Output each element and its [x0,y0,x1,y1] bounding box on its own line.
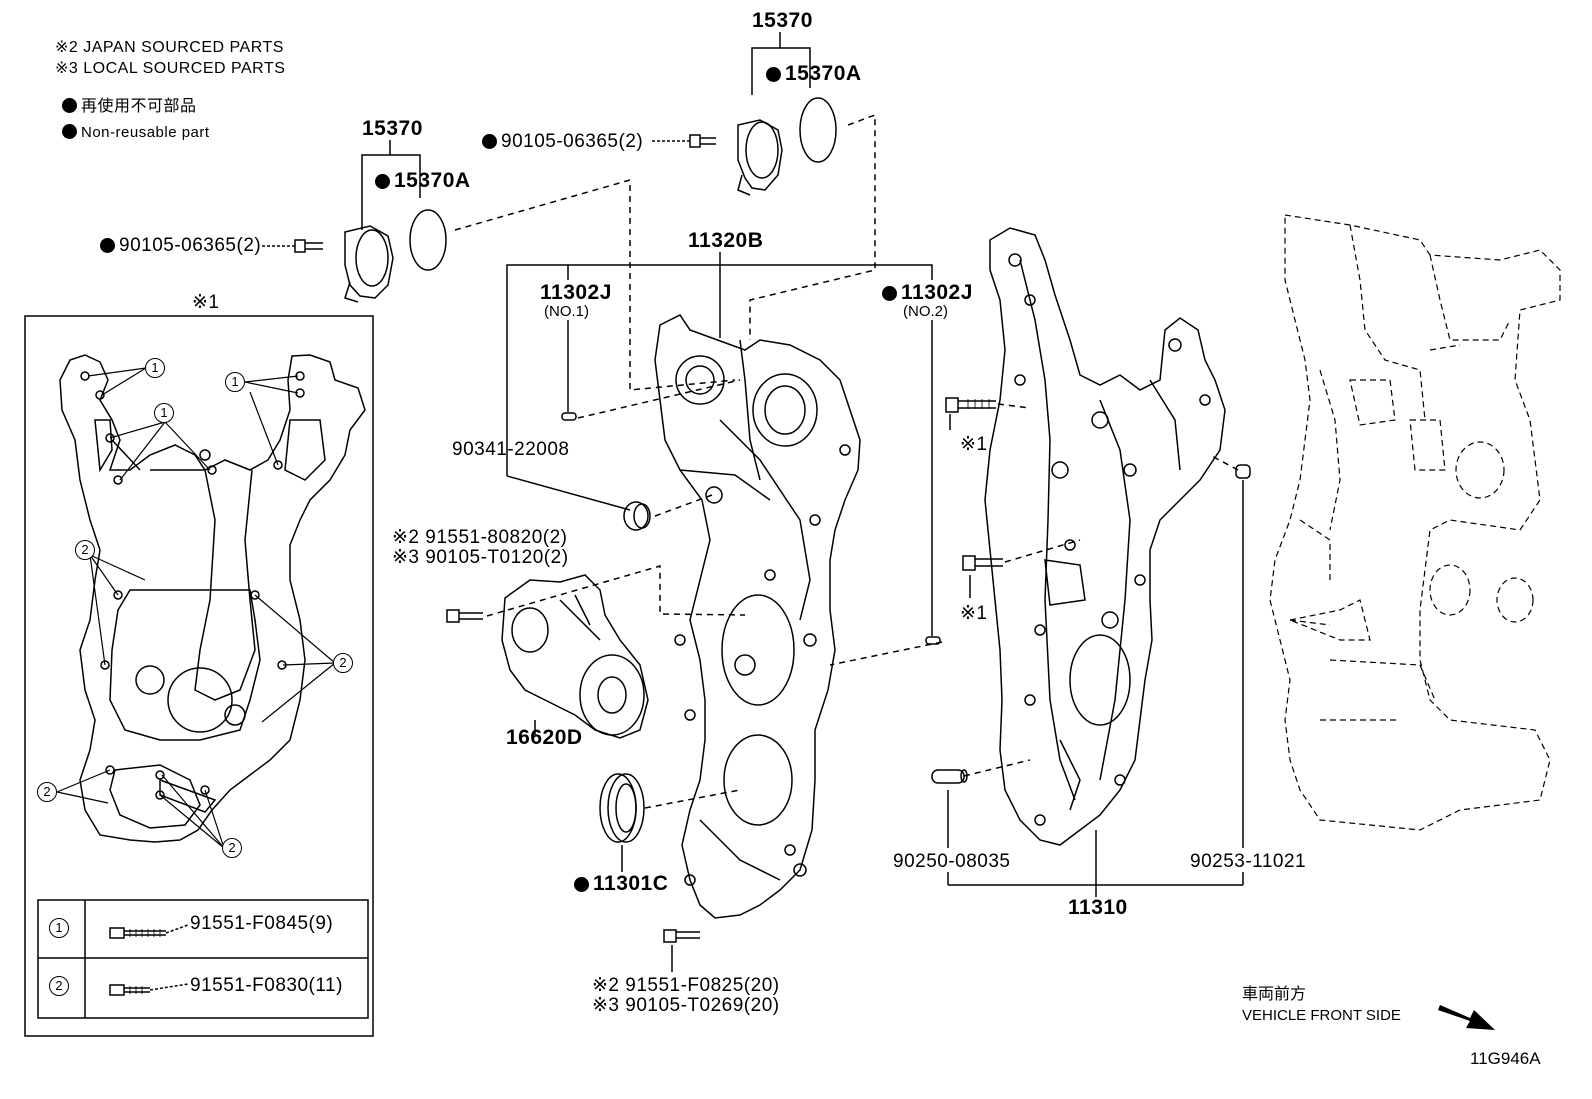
bracket-15370-top [751,32,811,95]
mark-1-lower: ※1 [960,603,988,624]
pin-11302j-no2 [925,636,941,645]
bracket-11320b [506,252,933,476]
nonreusable-dot-icon [574,877,589,892]
nonreusable-dot-icon [62,98,77,113]
inset-timing-cover [59,354,366,843]
bolt-91551-80820 [446,609,483,623]
vehicle-front-jp: 車両前方 [1242,986,1307,1003]
inset-marker-1b: 1 [225,372,245,392]
callout-11310: 11310 [1068,896,1128,919]
bracket-11310 [947,480,1244,897]
note-local-sourced: ※3 LOCAL SOURCED PARTS [55,60,286,77]
oil-seal-11301c [599,773,645,843]
mark-1-upper: ※1 [960,434,988,455]
nonreusable-dot-icon [882,286,897,301]
bolt-90105-left [262,239,323,253]
callout-15370a-left: 15370A [375,170,471,191]
legend-marker-2: 2 [49,976,69,996]
callout-90250: 90250-08035 [893,851,1011,872]
legend-bolt-2 [109,983,189,996]
inset-title: ※1 [192,292,220,313]
callout-11302j-no2-text: 11302J [901,281,973,304]
o-ring-left [409,209,447,271]
dowel-90253 [1235,464,1251,479]
inset-frame [24,315,374,1037]
inset-marker-1a: 1 [145,358,165,378]
inset-leaders [56,367,336,849]
timing-case-11310 [984,227,1226,846]
inset-marker-2a: 2 [75,540,95,560]
callout-11302j-no1: 11302J [540,281,612,304]
pin-11302j-no1 [561,412,577,421]
callout-90105-t0120: ※3 90105-T0120(2) [392,547,569,568]
bolt-mark1-upper [945,397,996,413]
callout-11301c: 11301C [574,873,668,894]
note-japan-sourced: ※2 JAPAN SOURCED PARTS [55,39,284,56]
callout-90105-top: 90105-06365(2) [482,132,643,151]
nonreusable-en-text: Non-reusable part [81,124,210,141]
callout-15370a-top-text: 15370A [785,62,862,85]
dowel-90250 [931,769,968,784]
callout-15370a-left-text: 15370A [394,169,471,192]
seal-housing-top [737,119,783,196]
legend-table [37,899,369,1019]
callout-11301c-text: 11301C [593,872,669,895]
callout-11302j-no1-sub: (NO.1) [544,303,589,320]
callout-91551-80820: ※2 91551-80820(2) [392,527,568,548]
legend-part-1: 91551-F0845(9) [190,913,334,934]
o-ring-top [799,97,837,163]
callout-90105-left: 90105-06365(2) [100,236,261,255]
bracket-15370-left [361,140,421,230]
nonreusable-dot-icon [482,134,497,149]
callout-11302j-no2: 11302J [882,282,973,303]
legend-nonreusable-jp: 再使用不可部品 [62,98,197,115]
bolt-mark1-lower [962,555,1003,571]
callout-90341: 90341-22008 [452,439,570,460]
vehicle-front-en: VEHICLE FRONT SIDE [1242,1007,1401,1024]
nonreusable-dot-icon [766,67,781,82]
callout-11320b: 11320B [688,229,764,252]
inset-marker-2d: 2 [222,838,242,858]
tensioner-16620d [501,574,649,739]
nonreusable-dot-icon [100,238,115,253]
callout-90105-top-text: 90105-06365(2) [501,131,644,152]
legend-marker-1: 1 [49,918,69,938]
nonreusable-dot-icon [62,124,77,139]
diagram-code: 11G946A [1470,1049,1541,1068]
timing-cover-11320b [654,314,861,919]
callout-91551-f0825: ※2 91551-F0825(20) [592,975,780,996]
legend-part-2: 91551-F0830(11) [190,975,343,996]
vehicle-front-arrow [1438,1005,1495,1030]
callout-15370-left: 15370 [362,117,423,140]
nonreusable-jp-text: 再使用不可部品 [81,98,197,115]
callout-90105-t0269: ※3 90105-T0269(20) [592,995,780,1016]
callout-15370a-top: 15370A [766,63,862,84]
nonreusable-dot-icon [375,174,390,189]
callout-90253: 90253-11021 [1190,851,1307,872]
inset-marker-2b: 2 [333,653,353,673]
legend-nonreusable-en: Non-reusable part [62,124,210,140]
inset-marker-2c: 2 [37,782,57,802]
callout-15370-top: 15370 [752,9,813,32]
legend-bolt-1 [109,924,189,939]
callout-90105-left-text: 90105-06365(2) [119,235,262,256]
callout-16620d: 16620D [506,726,583,749]
inset-marker-1c: 1 [154,403,174,423]
plug-90341 [623,501,651,531]
callout-11302j-no2-sub: (NO.2) [903,303,948,320]
seal-housing-left [344,225,394,303]
bolt-90105-top [652,134,716,148]
engine-block-phantom [1269,214,1561,831]
bolt-91551-f0825 [663,929,700,943]
